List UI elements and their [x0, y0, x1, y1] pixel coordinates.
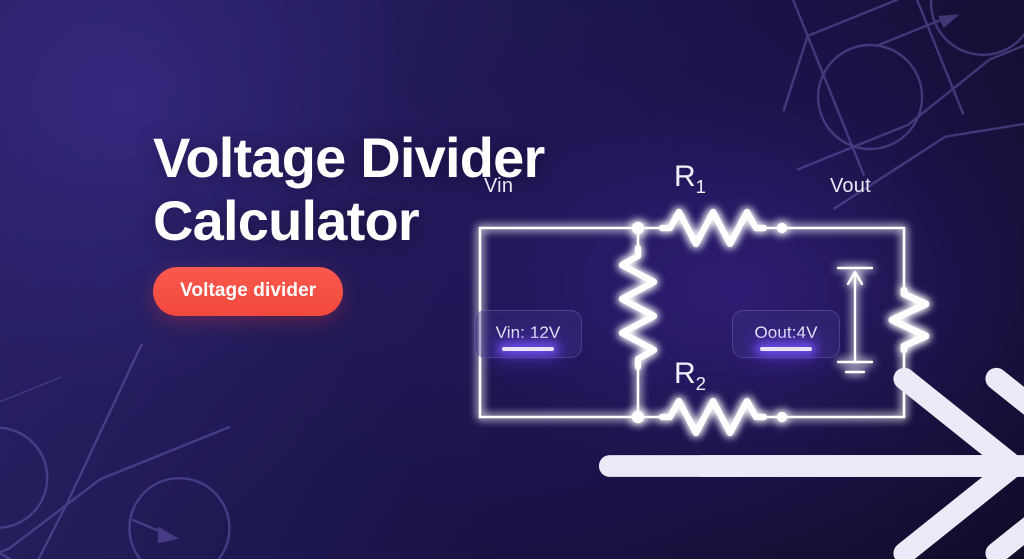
- vout-arrow-head: [846, 270, 864, 286]
- label-r2-subscript: 2: [695, 373, 707, 394]
- node-top-right: [776, 222, 788, 234]
- label-r2-base: R: [674, 357, 696, 390]
- junction-nodes: [631, 221, 788, 424]
- resistor-middle: [618, 244, 658, 371]
- label-r1-subscript: 1: [695, 176, 707, 197]
- flow-arrow-output-icon: [680, 316, 1024, 559]
- resistor-r2: [658, 397, 768, 437]
- output-chip-glow-bar: [760, 347, 812, 351]
- input-voltage-chip-label: Vin: 12V: [495, 323, 561, 342]
- circuit-diagram: Vin Vout R1 R2 Vin: 12V Oout:4V: [452, 150, 1024, 559]
- node-bottom-right: [776, 411, 788, 423]
- circuit-schematic-svg: [478, 208, 930, 437]
- resistor-r1: [658, 208, 768, 248]
- flow-arrow-input-icon: [588, 316, 1024, 559]
- page-title: Voltage Divider Calculator: [153, 126, 623, 254]
- resistor-load: [888, 286, 930, 354]
- node-bottom-mid: [631, 410, 645, 424]
- node-top-mid: [631, 221, 645, 235]
- decorative-circuit-pattern-bottom-left: [0, 324, 286, 559]
- label-vin: Vin: [484, 175, 514, 197]
- voltage-divider-badge-label: Voltage divider: [180, 280, 317, 301]
- label-r1-base: R: [674, 160, 696, 193]
- voltage-divider-badge[interactable]: Voltage divider: [153, 267, 344, 316]
- input-voltage-chip[interactable]: Vin: 12V: [474, 310, 582, 358]
- label-vout: Vout: [830, 175, 871, 197]
- label-r2: R2: [674, 357, 706, 395]
- page-title-line-1: Voltage Divider: [153, 125, 545, 189]
- label-r1: R1: [674, 160, 706, 198]
- input-chip-glow-bar: [502, 347, 554, 351]
- page-title-line-2: Calculator: [153, 189, 420, 253]
- output-voltage-chip[interactable]: Oout:4V: [732, 310, 840, 358]
- output-voltage-chip-label: Oout:4V: [754, 323, 818, 342]
